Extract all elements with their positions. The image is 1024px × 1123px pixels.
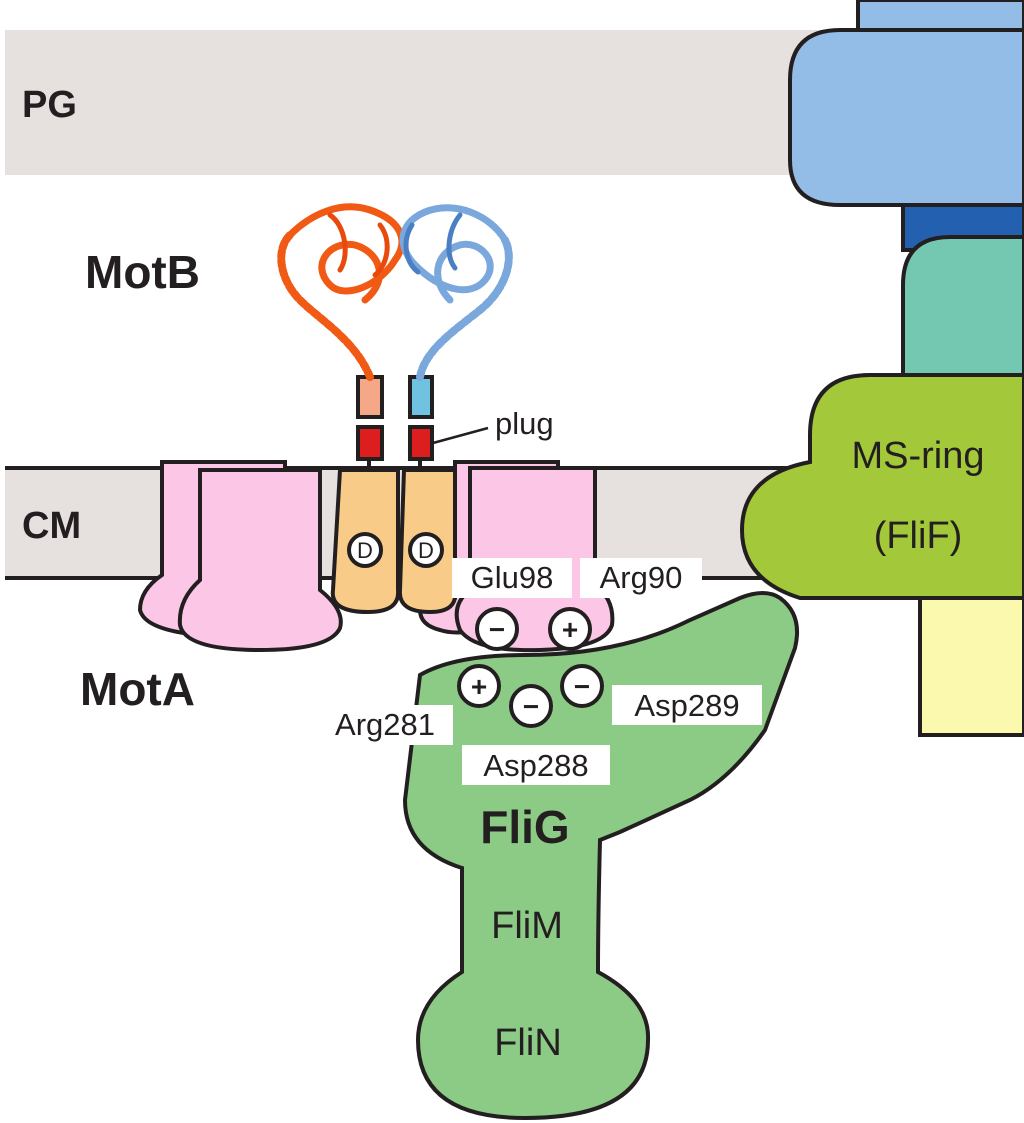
asp288-label-bg <box>462 745 610 785</box>
asp-marker-right <box>408 532 444 568</box>
flig-label: FliG <box>480 801 569 853</box>
arg281-label-bg <box>318 705 453 745</box>
charge-arg281 <box>457 664 501 708</box>
charge-arg90 <box>548 607 592 651</box>
pg-label: PG <box>22 84 77 126</box>
charge-arg281-sign: + <box>471 671 487 702</box>
motb-plug-upper-left <box>356 375 384 419</box>
l-ring <box>788 28 1024 207</box>
motb-plug-lower-left <box>356 425 384 461</box>
pg-layer <box>5 30 905 175</box>
asp288-label: Asp288 <box>483 748 588 783</box>
motb-periplasmic-domain <box>277 203 513 381</box>
asp-marker-right-label: D <box>418 538 434 563</box>
arg90-label-bg <box>580 558 702 598</box>
ms-ring-label-line1: MS-ring <box>851 435 984 477</box>
motb-orange-loops <box>327 212 390 278</box>
mota-label: MotA <box>80 663 195 715</box>
charge-arg90-sign: + <box>562 614 578 645</box>
cm-label: CM <box>22 505 81 547</box>
ms-ring <box>739 373 1024 600</box>
flim-label: FliM <box>491 905 563 947</box>
flin-label: FliN <box>494 1022 562 1064</box>
motb-orange-helix <box>277 231 374 381</box>
plug-label: plug <box>495 406 554 441</box>
plug-pointer-line <box>432 426 489 445</box>
motb-blue-helix <box>416 236 513 381</box>
motb-blue-loops <box>403 212 463 275</box>
charge-asp289 <box>560 664 604 708</box>
mota-left-front <box>177 468 343 653</box>
motb-plug-upper-right <box>408 375 434 419</box>
glu98-label: Glu98 <box>471 560 554 595</box>
asp289-label-bg <box>612 685 762 725</box>
arg281-label: Arg281 <box>335 707 435 742</box>
arg90-label: Arg90 <box>600 560 683 595</box>
asp-marker-left-label: D <box>357 538 373 563</box>
charge-glu98-sign: − <box>489 614 505 645</box>
motb-plug-lower-right <box>408 425 434 461</box>
asp289-label: Asp289 <box>634 688 739 723</box>
c-ring-yellow <box>918 588 1024 737</box>
charge-glu98 <box>475 607 519 651</box>
glu98-label-bg <box>452 558 572 598</box>
asp-marker-left <box>347 532 383 568</box>
charge-asp289-sign: − <box>574 671 590 702</box>
motb-orange-domain <box>286 203 406 304</box>
charge-asp288-sign: − <box>523 691 539 722</box>
ms-ring-label-line2: (FliF) <box>874 515 963 557</box>
rod-teal <box>901 235 1024 402</box>
motb-label: MotB <box>85 246 200 298</box>
charge-asp288 <box>509 684 553 728</box>
